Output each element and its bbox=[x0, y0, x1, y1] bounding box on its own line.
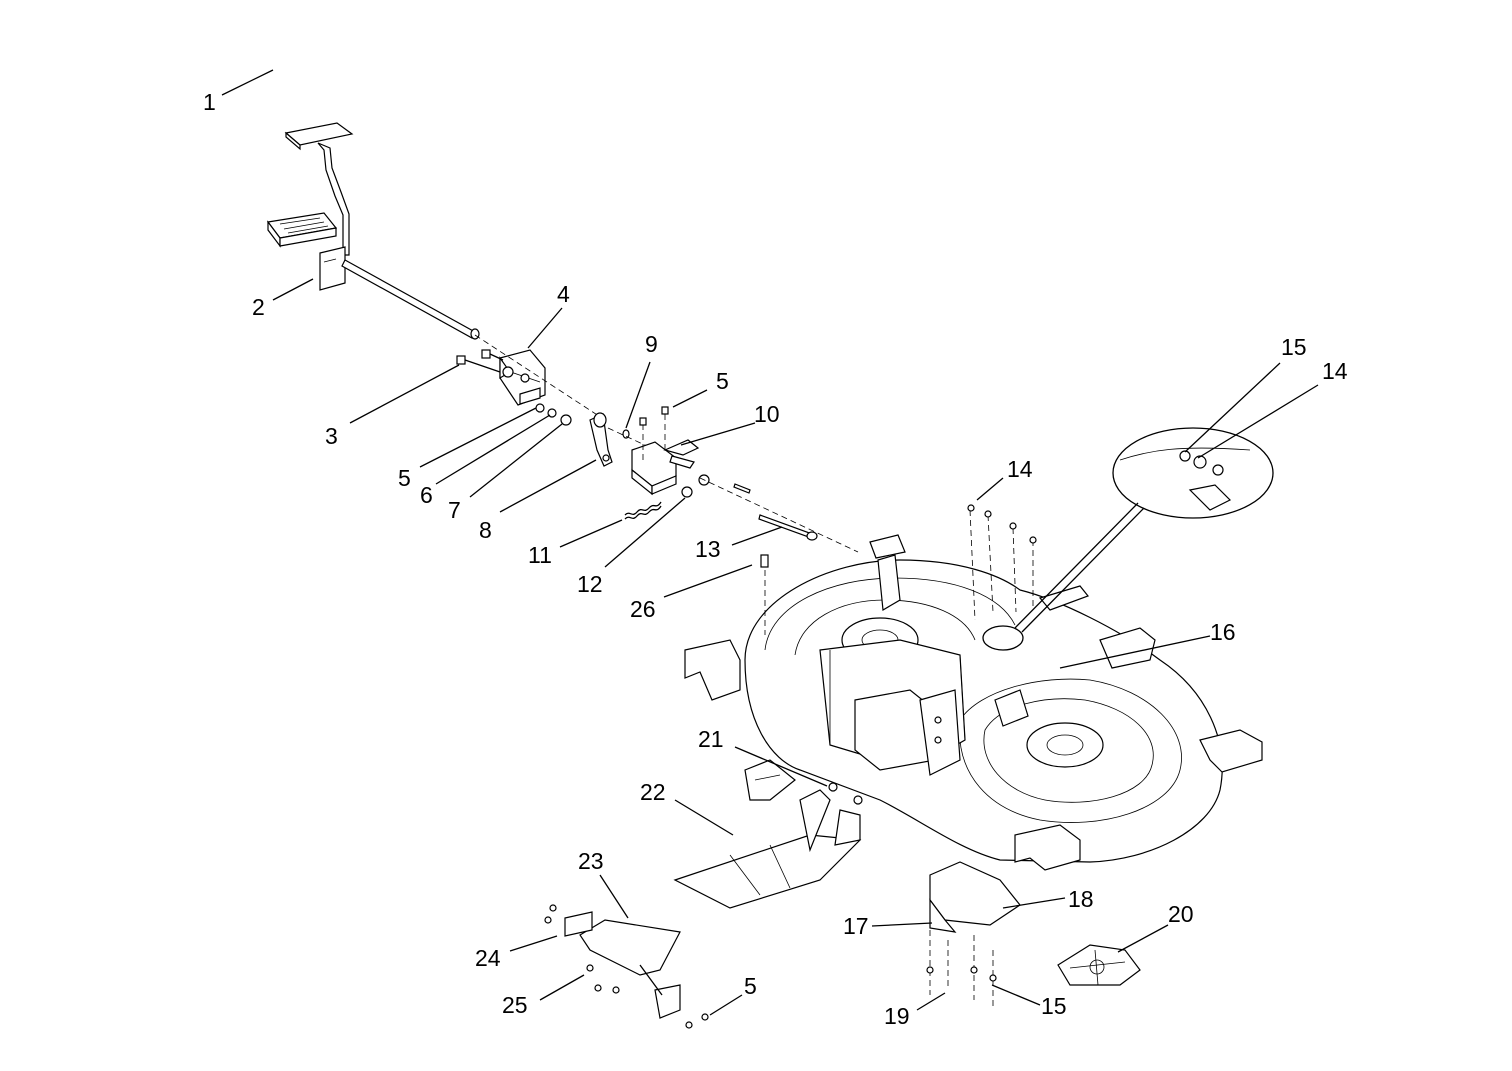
pivot-bracket-part bbox=[631, 406, 700, 496]
callout-4: 4 bbox=[557, 281, 570, 307]
leader-14b bbox=[1197, 384, 1319, 459]
callout-1: 1 bbox=[203, 89, 216, 115]
callout-19: 19 bbox=[884, 1003, 910, 1029]
callout-8: 8 bbox=[479, 517, 492, 543]
leader-16 bbox=[1059, 635, 1211, 669]
discharge-chute-part bbox=[673, 759, 863, 909]
callout-5a: 5 bbox=[398, 465, 411, 491]
leader-6 bbox=[435, 414, 551, 485]
callout-26: 26 bbox=[630, 596, 656, 622]
leader-lines bbox=[221, 69, 1319, 1016]
callout-11: 11 bbox=[528, 542, 552, 568]
callout-13: 13 bbox=[695, 536, 721, 562]
nut-part bbox=[681, 474, 710, 498]
callout-17: 17 bbox=[843, 913, 869, 939]
leader-14a bbox=[976, 477, 1004, 501]
pedal-pad-part bbox=[266, 212, 338, 248]
leader-4 bbox=[527, 307, 563, 349]
callout-12: 12 bbox=[577, 571, 603, 597]
leader-18 bbox=[1002, 897, 1066, 909]
leader-13 bbox=[731, 526, 783, 546]
bolt-part bbox=[456, 349, 504, 373]
callout-15a: 15 bbox=[1281, 334, 1307, 360]
callout-15b: 15 bbox=[1041, 993, 1067, 1019]
leader-3 bbox=[349, 364, 460, 424]
callout-22: 22 bbox=[640, 779, 666, 805]
callout-25: 25 bbox=[502, 992, 528, 1018]
cover-plate-part bbox=[926, 861, 1021, 1008]
spring-part bbox=[624, 501, 662, 520]
callout-20: 20 bbox=[1168, 901, 1194, 927]
leader-19 bbox=[916, 992, 946, 1011]
leader-9 bbox=[625, 361, 651, 429]
callout-9: 9 bbox=[645, 331, 658, 357]
pedal-lever-part bbox=[284, 122, 480, 340]
leader-15a bbox=[1184, 362, 1281, 453]
callout-3: 3 bbox=[325, 423, 338, 449]
callout-5c: 5 bbox=[744, 973, 757, 999]
leader-2 bbox=[272, 278, 314, 301]
callout-14b: 14 bbox=[1322, 358, 1348, 384]
callout-14a: 14 bbox=[1007, 456, 1033, 482]
leader-10 bbox=[680, 422, 756, 446]
callout-23: 23 bbox=[578, 848, 604, 874]
leader-1 bbox=[221, 69, 274, 96]
leader-8 bbox=[499, 459, 597, 513]
arm-part bbox=[589, 412, 613, 467]
callout-16: 16 bbox=[1210, 619, 1236, 645]
callout-labels: 1 2 3 4 5 5 5 6 7 8 9 10 11 12 13 14 14 … bbox=[203, 89, 1348, 1029]
leader-21 bbox=[734, 746, 828, 787]
leader-5c bbox=[709, 994, 743, 1016]
callout-10: 10 bbox=[754, 401, 780, 427]
detail-callout-circle bbox=[1112, 427, 1274, 519]
leader-5b bbox=[672, 389, 708, 408]
pin-part bbox=[607, 427, 661, 453]
leader-23 bbox=[599, 874, 629, 919]
leader-20 bbox=[1117, 924, 1169, 953]
leader-12 bbox=[604, 497, 686, 568]
callout-21: 21 bbox=[698, 726, 724, 752]
leader-11 bbox=[559, 519, 623, 548]
spindle-cover-part bbox=[1057, 944, 1141, 986]
bracket-part bbox=[499, 349, 546, 406]
leader-15b bbox=[991, 984, 1041, 1006]
mower-deck-part bbox=[684, 502, 1263, 871]
callout-18: 18 bbox=[1068, 886, 1094, 912]
callout-2: 2 bbox=[252, 294, 265, 320]
leader-24 bbox=[509, 935, 558, 952]
leader-7 bbox=[469, 423, 563, 498]
leader-17 bbox=[871, 922, 933, 927]
leader-26 bbox=[663, 564, 753, 598]
callout-5b: 5 bbox=[716, 368, 729, 394]
callout-24: 24 bbox=[475, 945, 501, 971]
callout-6: 6 bbox=[420, 482, 433, 508]
leader-25 bbox=[539, 974, 585, 1001]
leader-5a bbox=[419, 407, 537, 468]
callout-7: 7 bbox=[448, 497, 461, 523]
leader-22 bbox=[674, 799, 734, 836]
deflector-part bbox=[544, 904, 709, 1029]
rod-part bbox=[699, 477, 859, 553]
